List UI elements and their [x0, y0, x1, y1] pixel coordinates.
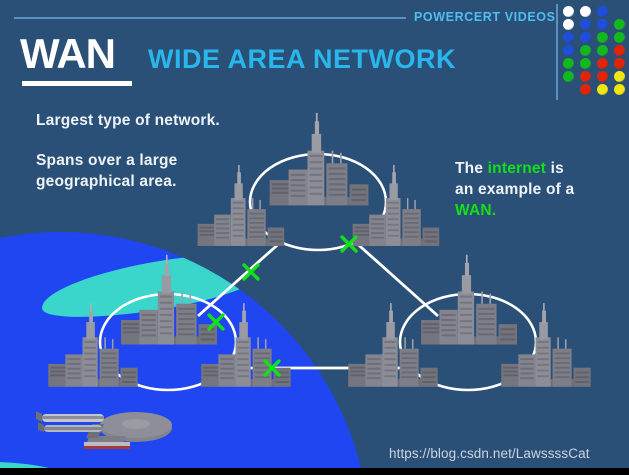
logo-dot-green	[614, 32, 625, 43]
logo-dot-yellow	[597, 84, 608, 95]
description-line-2b: geographical area.	[36, 173, 177, 190]
logo-dot-blue	[580, 19, 591, 30]
city-left-west	[48, 303, 138, 387]
logo-dot-green	[597, 32, 608, 43]
logo-dot-yellow	[614, 71, 625, 82]
internet-example-note: The internet is an example of a WAN.	[455, 158, 574, 221]
note-suffix: is	[546, 160, 564, 177]
logo-dot-red	[597, 58, 608, 69]
logo-dot-blue	[563, 32, 574, 43]
logo-dot-white	[580, 6, 591, 17]
brand-label: POWERCERT VIDEOS	[414, 10, 556, 24]
logo-dot-white	[563, 6, 574, 17]
link-top-to-right	[352, 238, 439, 318]
logo-dot-red	[580, 84, 591, 95]
logo-dot-white	[563, 19, 574, 30]
logo-dot-green	[563, 58, 574, 69]
logo-dot-red	[614, 45, 625, 56]
logo-dot-red	[580, 71, 591, 82]
city-right-west	[348, 303, 438, 387]
logo-dot-red	[597, 71, 608, 82]
logo-dot-red	[614, 58, 625, 69]
starship-enterprise	[36, 411, 172, 449]
logo-divider-line	[556, 4, 558, 100]
note-keyword-internet: internet	[487, 160, 547, 177]
note-line-2: an example of a	[455, 181, 575, 198]
description-line-1: Largest type of network.	[36, 112, 220, 129]
page-subtitle: WIDE AREA NETWORK	[148, 44, 456, 74]
logo-dot-green	[614, 19, 625, 30]
city-right-east	[501, 303, 591, 387]
header-divider-line	[14, 17, 406, 19]
note-prefix: The	[455, 160, 488, 177]
logo-dot-blue	[563, 45, 574, 56]
logo-dot-green	[563, 71, 574, 82]
logo-dot-blue	[597, 19, 608, 30]
city-top-east	[352, 164, 440, 246]
logo-dot-green	[580, 45, 591, 56]
logo-dot-blue	[580, 32, 591, 43]
logo-dot-blue	[597, 6, 608, 17]
page-title: WAN	[20, 30, 116, 77]
logo-dot-green	[580, 58, 591, 69]
logo-dot-green	[597, 45, 608, 56]
page-title-underline	[22, 81, 132, 86]
logo-dot-yellow	[614, 84, 625, 95]
description-line-2: Spans over a large geographical area.	[36, 150, 177, 192]
description-line-2a: Spans over a large	[36, 152, 178, 169]
logo-dot-empty	[563, 84, 574, 95]
logo-dot-empty	[614, 6, 625, 17]
note-keyword-wan: WAN.	[455, 202, 497, 219]
dot-matrix-logo	[563, 6, 629, 97]
city-top-west	[197, 164, 285, 246]
link-top-to-left	[197, 238, 284, 318]
watermark-url: https://blog.csdn.net/LawssssCat	[389, 446, 590, 461]
bottom-black-bar	[0, 468, 629, 475]
